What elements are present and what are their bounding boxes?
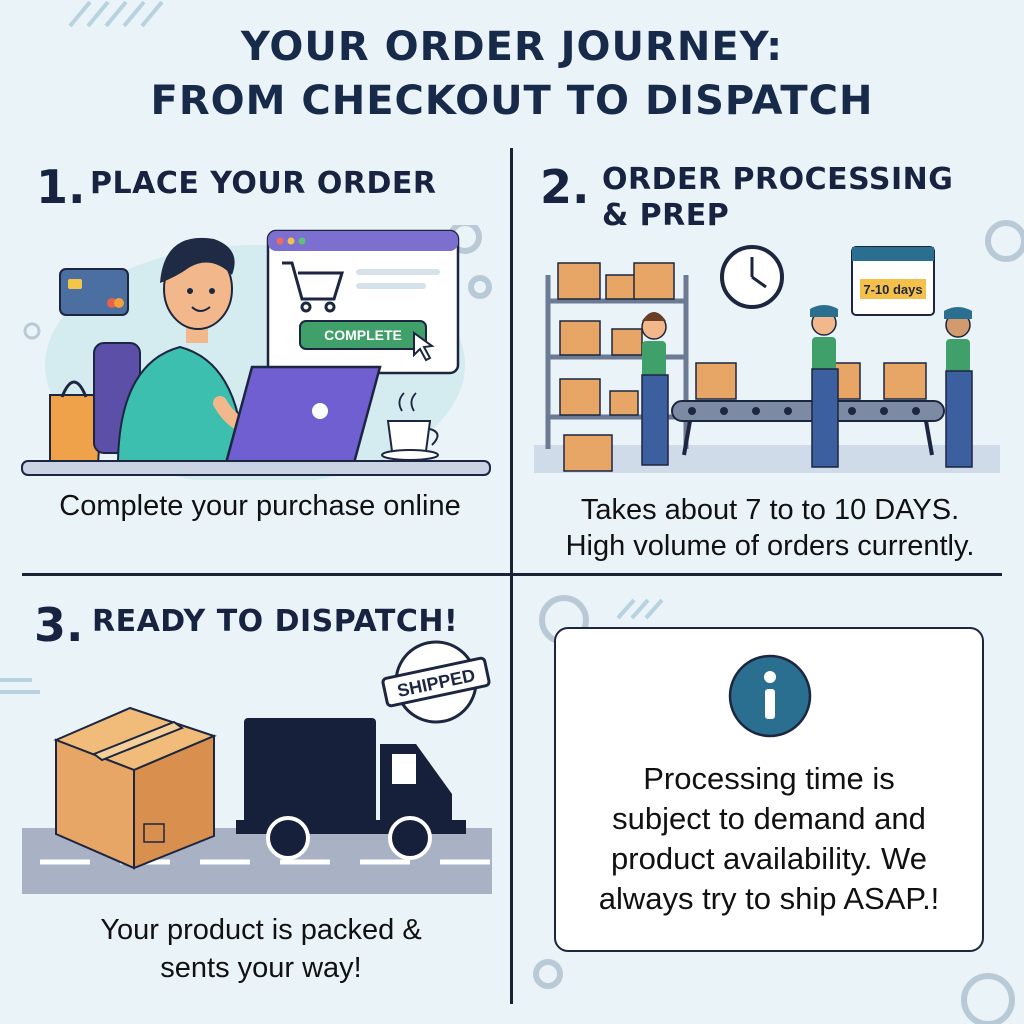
person-at-laptop: [116, 237, 271, 462]
step-3-caption-line-2: sents your way!: [160, 952, 362, 984]
conveyor-belt: [671, 400, 945, 456]
step-1-illustration: COMPLETE: [21, 225, 492, 480]
step-2-title-line-2: & PREP: [602, 198, 730, 233]
calendar-label: 7-10 days: [863, 282, 922, 297]
worker-figure: [944, 307, 973, 468]
step-1-number: 1.: [36, 160, 86, 214]
laptop-icon: [224, 365, 382, 465]
step-2-caption-line-1: Takes about 7 to to 10 DAYS.: [580, 494, 960, 526]
worker-figure: [810, 305, 839, 468]
package-box-icon: [53, 706, 217, 870]
info-card: Processing time is subject to demand and…: [554, 627, 984, 952]
step-2-title-line-1: ORDER PROCESSING: [602, 162, 954, 197]
step-2-caption-line-2: High volume of orders currently.: [565, 530, 975, 562]
calendar-icon: 7-10 days: [851, 246, 935, 316]
info-line-3: product availability. We: [611, 841, 927, 876]
clock-icon: [720, 245, 784, 309]
horizontal-divider: [22, 573, 1002, 576]
info-line-1: Processing time is: [643, 761, 895, 796]
decorative-stripes: [68, 0, 164, 28]
info-line-4: always try to ship ASAP.!: [598, 881, 940, 916]
step-1-caption: Complete your purchase online: [59, 490, 461, 522]
step-3-title: READY TO DISPATCH!: [92, 604, 459, 639]
page-title-line-1: YOUR ORDER JOURNEY:: [240, 24, 784, 70]
shipped-stamp: SHIPPED: [381, 640, 491, 724]
info-line-2: subject to demand and: [612, 801, 926, 836]
credit-card-icon: [59, 268, 129, 316]
complete-button[interactable]: [299, 320, 427, 350]
info-decor: [533, 595, 1015, 1024]
shopping-cart-icon: [282, 261, 345, 313]
browser-window: COMPLETE: [266, 229, 460, 375]
truck-icon: [236, 718, 466, 860]
page-title-line-2: FROM CHECKOUT TO DISPATCH: [150, 78, 874, 124]
worker-figure: [641, 312, 669, 466]
step-3-illustration: SHIPPED: [0, 640, 492, 894]
step-2-illustration: 7-10 days: [534, 220, 1024, 473]
info-text: Processing time is subject to demand and…: [556, 759, 982, 919]
gear-icon: [985, 220, 1024, 262]
complete-button-label: COMPLETE: [324, 327, 402, 343]
vertical-divider: [510, 148, 513, 1004]
step-3-caption-line-1: Your product is packed &: [100, 914, 422, 946]
cursor-icon: [413, 331, 435, 362]
info-icon: [728, 654, 812, 738]
step-1-title: PLACE YOUR ORDER: [90, 166, 437, 201]
step-3-number: 3.: [34, 598, 84, 652]
step-2-number: 2.: [540, 160, 590, 214]
